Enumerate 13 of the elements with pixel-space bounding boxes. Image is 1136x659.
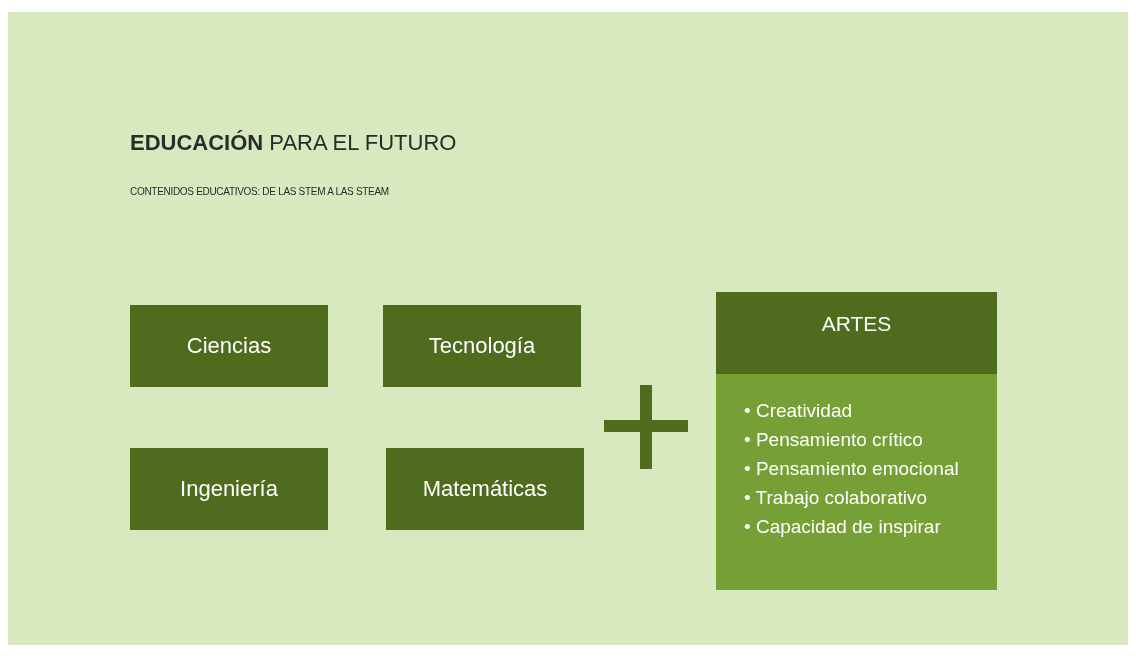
card-heading: ARTES: [821, 312, 892, 336]
arts-card: [716, 292, 997, 590]
bullet-item: • Capacidad de inspirar: [744, 515, 942, 539]
subject-box: Tecnología: [383, 305, 581, 387]
title: EDUCACIÓN PARA EL FUTURO: [130, 130, 457, 156]
bullet-item: • Pensamiento emocional: [744, 457, 960, 481]
subject-box: Ingeniería: [130, 448, 328, 530]
bullet-item: • Trabajo colaborativo: [744, 486, 929, 510]
subject-box: Matemáticas: [386, 448, 584, 530]
bullet-item: • Creatividad: [744, 399, 854, 423]
subject-box: Ciencias: [130, 305, 328, 387]
subtitle: CONTENIDOS EDUCATIVOS: DE LAS STEM A LAS STEAM: [130, 186, 389, 197]
bullet-item: • Pensamiento crítico: [744, 428, 924, 452]
